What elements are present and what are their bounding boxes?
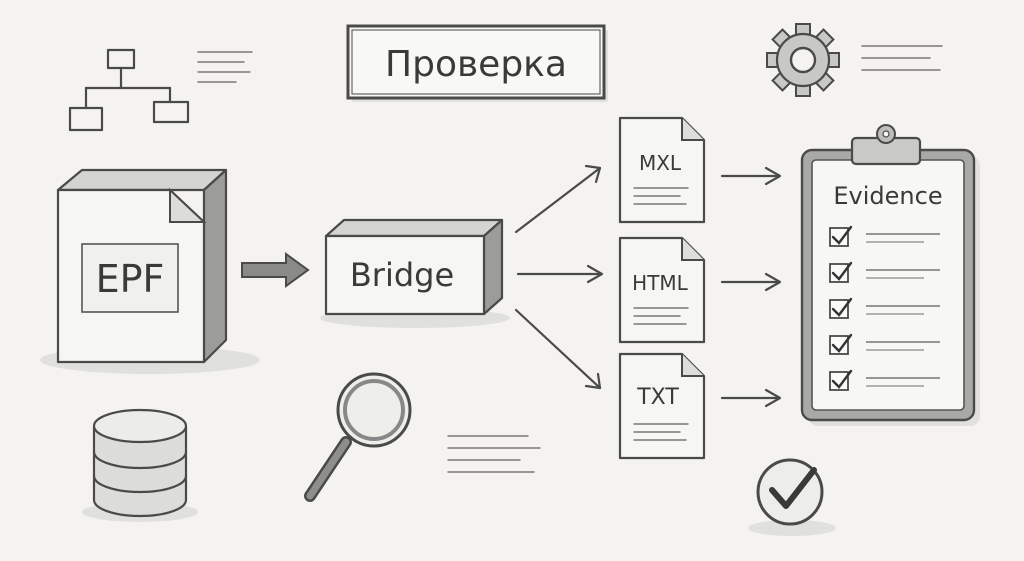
evidence-checklist — [829, 225, 940, 391]
evidence-label: Evidence — [833, 182, 942, 210]
output-label: HTML — [632, 271, 689, 295]
gear-lines — [861, 45, 943, 71]
flowchart-icon — [68, 48, 253, 132]
bridge-output-arrows — [514, 164, 604, 390]
checklist-item — [829, 225, 940, 247]
evidence-arrows — [720, 166, 782, 408]
clipboard-icon: Evidence — [800, 124, 980, 426]
title-text: Проверка — [385, 44, 567, 85]
output-doc-html: HTML — [618, 236, 706, 344]
checklist-item — [829, 261, 940, 283]
checkbox-icon — [829, 299, 849, 319]
bridge-block: Bridge — [320, 218, 510, 328]
epf-file-block: EPF — [40, 168, 260, 374]
output-label: MXL — [639, 151, 682, 175]
check-mark-icon — [831, 225, 853, 245]
checkbox-icon — [829, 263, 849, 283]
checkmark-circle-icon — [748, 458, 836, 536]
arrow-epf-to-bridge — [241, 252, 310, 288]
check-mark-icon — [831, 333, 853, 353]
checkbox-icon — [829, 335, 849, 355]
checklist-item — [829, 369, 940, 391]
checklist-item — [829, 297, 940, 319]
database-icon — [82, 408, 198, 522]
checkbox-icon — [829, 227, 849, 247]
gear-icon — [766, 23, 840, 97]
check-mark-icon — [831, 297, 853, 317]
magnifier-icon — [304, 372, 541, 502]
check-mark-icon — [831, 369, 853, 389]
output-label: TXT — [636, 385, 679, 410]
check-mark-icon — [831, 261, 853, 281]
epf-label: EPF — [96, 257, 165, 301]
output-doc-txt: TXT — [618, 352, 706, 460]
bridge-label: Bridge — [350, 256, 454, 294]
checklist-item — [829, 333, 940, 355]
output-doc-mxl: MXL — [618, 116, 706, 224]
checkbox-icon — [829, 371, 849, 391]
title-box: Проверка — [346, 24, 608, 102]
